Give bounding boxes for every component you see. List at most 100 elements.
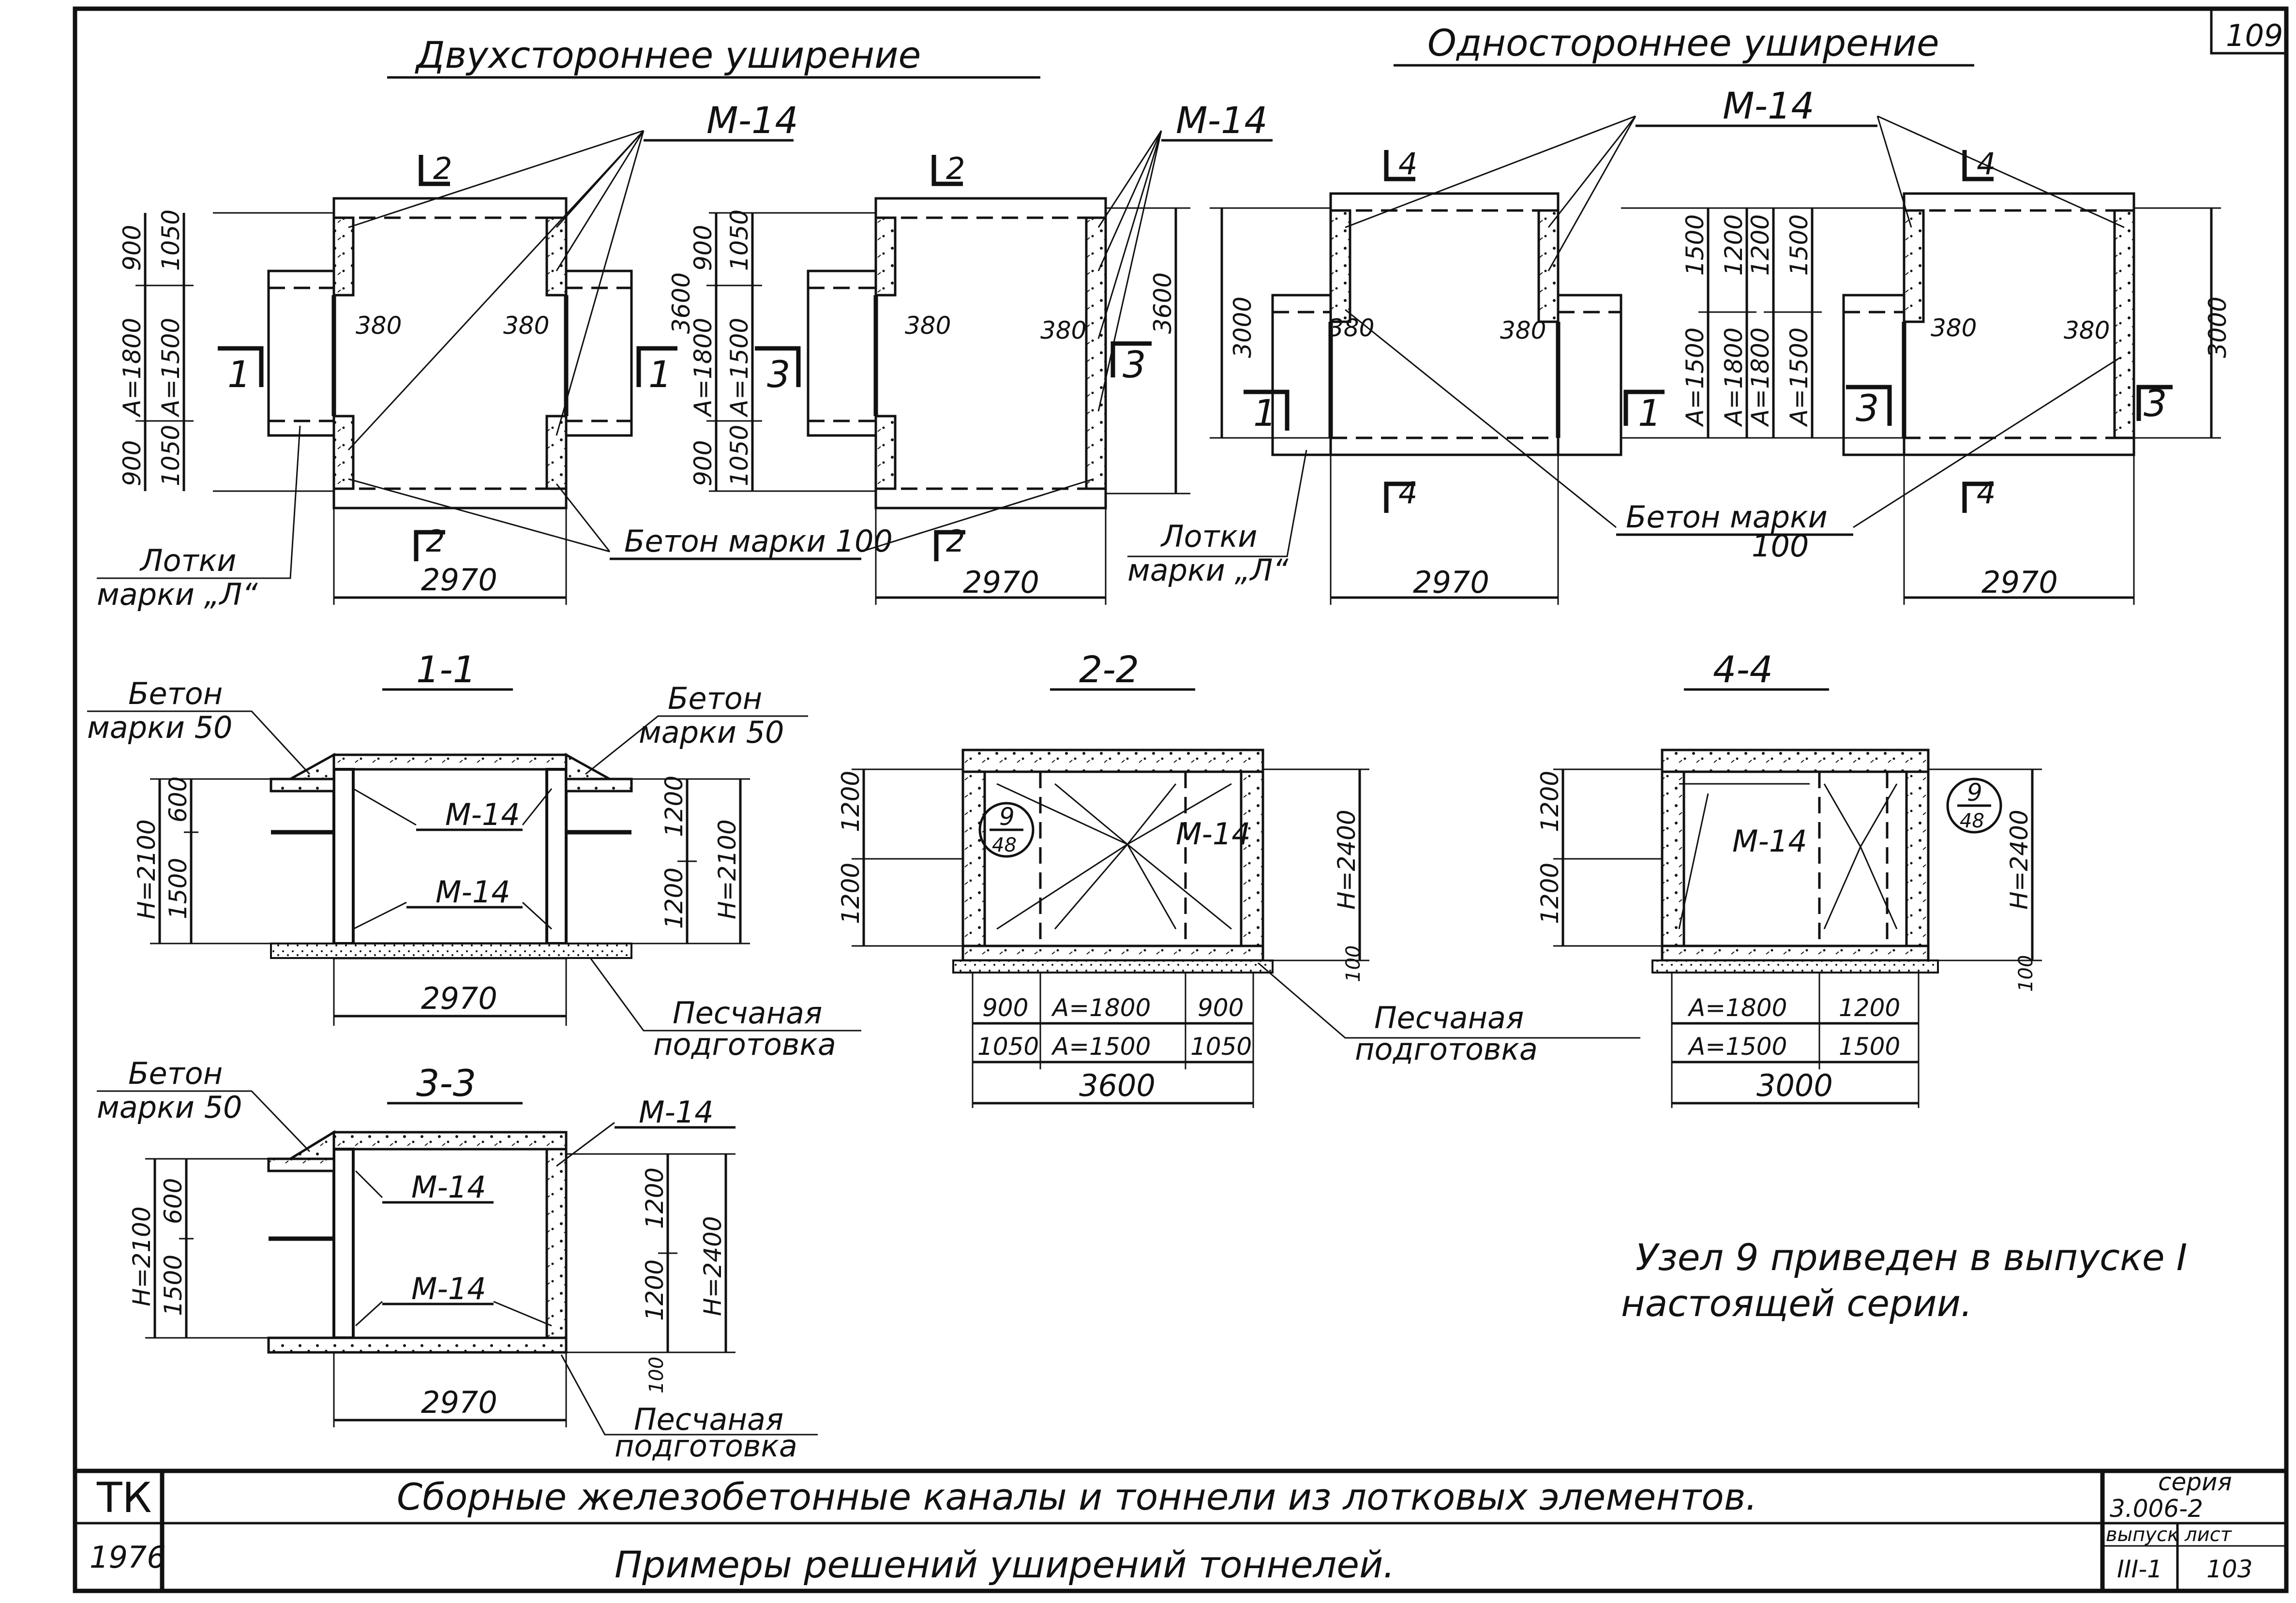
dim-380: 380 [905, 312, 951, 340]
dim-380: 380 [356, 312, 402, 340]
dim-h2400: Н=2400 [1333, 809, 1361, 910]
section-title-3-3: 3-3 [416, 1062, 476, 1105]
dim-380: 380 [1040, 316, 1086, 345]
dim-1500: 1500 [159, 1255, 187, 1316]
dim-2970: 2970 [421, 562, 497, 598]
label-sand: Песчаная [673, 995, 822, 1031]
dim-1050: 1050 [725, 210, 753, 271]
dim-100: 100 [645, 1357, 668, 1393]
dim-900: 900 [689, 440, 717, 486]
node-sheet: 48 [1960, 810, 1984, 832]
cut-mark-2: 2 [426, 524, 445, 559]
dim-900: 900 [118, 440, 146, 486]
dim-1200: 1200 [1839, 994, 1900, 1022]
label-trays-mark: марки „Л“ [1127, 553, 1289, 588]
dim-1200: 1200 [641, 1168, 669, 1229]
dim-380: 380 [1931, 314, 1977, 342]
section-title-1-1: 1-1 [416, 648, 476, 691]
dim-h2100: Н=2100 [128, 1206, 156, 1306]
dim-a1500: А=1500 [725, 318, 753, 418]
dim-1200: 1200 [837, 863, 865, 924]
cut-mark-1: 1 [227, 353, 251, 396]
dim-100: 100 [2015, 955, 2037, 992]
node-number: 9 [999, 803, 1015, 831]
dim-1200: 1200 [1536, 863, 1564, 924]
dim-h2400: Н=2400 [2005, 809, 2033, 910]
label-concrete: Бетон [128, 1056, 223, 1091]
label-m14: М-14 [1176, 99, 1268, 142]
plan-single-2 [1761, 192, 2221, 605]
dim-380: 380 [2064, 316, 2110, 345]
dim-3000: 3000 [1756, 1068, 1833, 1103]
dim-a1500: А=1500 [157, 318, 185, 418]
label-sand-prep: подготовка [615, 1428, 797, 1464]
dim-900: 900 [689, 225, 717, 271]
dim-3600: 3600 [1079, 1068, 1156, 1103]
label-trays: Лотки [1160, 519, 1257, 554]
label-concrete-100: Бетон марки 100 [624, 524, 893, 559]
dim-a1500: А=1500 [1785, 328, 1813, 427]
note-line-2: настоящей серии. [1621, 1282, 1972, 1325]
dim-1500: 1500 [164, 858, 192, 919]
dim-2970: 2970 [1413, 565, 1489, 600]
label-m14: М-14 [1176, 816, 1251, 852]
node-callout-9 [978, 802, 1035, 858]
issue-label: выпуск [2106, 1524, 2179, 1546]
cut-mark-1: 1 [648, 353, 672, 396]
dim-900: 900 [118, 225, 146, 271]
section-2-2 [852, 749, 1369, 1108]
label-sand-prep: подготовка [653, 1027, 836, 1062]
dim-a1800: А=1800 [118, 318, 146, 418]
dim-1200: 1200 [660, 868, 688, 929]
dim-1200: 1200 [660, 776, 688, 837]
node-callout-9 [1946, 778, 2002, 834]
dim-2970: 2970 [421, 1385, 497, 1420]
dim-900: 900 [1198, 994, 1244, 1022]
label-concrete-grade-50: марки 50 [87, 710, 232, 745]
dim-1050: 1050 [157, 210, 185, 271]
cut-mark-4: 4 [1977, 475, 1996, 510]
dim-900: 900 [982, 994, 1028, 1022]
dim-a1800: А=1800 [1687, 994, 1787, 1022]
dim-h2100: Н=2100 [133, 819, 161, 919]
title-line-2: Примеры решений уширений тоннелей. [615, 1543, 1395, 1586]
dim-1050: 1050 [725, 425, 753, 486]
label-sand: Песчаная [1374, 1000, 1524, 1035]
cut-mark-4: 4 [1398, 475, 1417, 510]
section-title-4-4: 4-4 [1713, 648, 1773, 691]
dim-2970: 2970 [963, 565, 1039, 600]
label-m14: М-14 [639, 1094, 714, 1130]
label-concrete-grade-100: 100 [1752, 528, 1809, 564]
dim-100: 100 [1342, 945, 1365, 982]
cut-mark-2: 2 [433, 151, 452, 186]
cut-mark-1: 1 [1253, 391, 1276, 434]
node-number: 9 [1967, 779, 1982, 807]
sheet-value: 103 [2206, 1555, 2252, 1583]
label-concrete-grade-50: марки 50 [97, 1090, 242, 1125]
title-line-1: Сборные железобетонные каналы и тоннели … [397, 1475, 1757, 1518]
dim-3000: 3000 [2204, 297, 2232, 358]
dim-a1800: А=1800 [689, 318, 717, 418]
label-concrete: Бетон [128, 676, 223, 711]
dim-1050: 1050 [1190, 1033, 1252, 1061]
label-concrete: Бетон [668, 681, 762, 716]
section-4-4 [1553, 749, 2042, 1108]
section-1-1 [150, 752, 750, 1026]
dim-1050: 1050 [977, 1033, 1039, 1061]
label-sand-prep: подготовка [1355, 1032, 1538, 1067]
dim-a1500: А=1500 [1687, 1033, 1787, 1061]
cut-mark-3: 3 [767, 353, 790, 396]
cut-mark-4: 4 [1398, 146, 1417, 181]
cut-mark-3: 3 [1856, 387, 1879, 430]
label-m14: М-14 [1732, 824, 1807, 859]
cut-mark-2: 2 [946, 151, 965, 186]
series-label: серия [2158, 1468, 2232, 1496]
dim-380: 380 [1500, 316, 1546, 345]
section-3-3 [145, 1130, 735, 1427]
label-sand: Песчаная [634, 1402, 783, 1437]
dim-600: 600 [164, 777, 192, 823]
title-year: 1976 [90, 1540, 166, 1575]
dim-a1800: А=1800 [1746, 328, 1774, 427]
dim-a1800: А=1800 [1720, 328, 1748, 427]
dim-1500: 1500 [1839, 1033, 1900, 1061]
